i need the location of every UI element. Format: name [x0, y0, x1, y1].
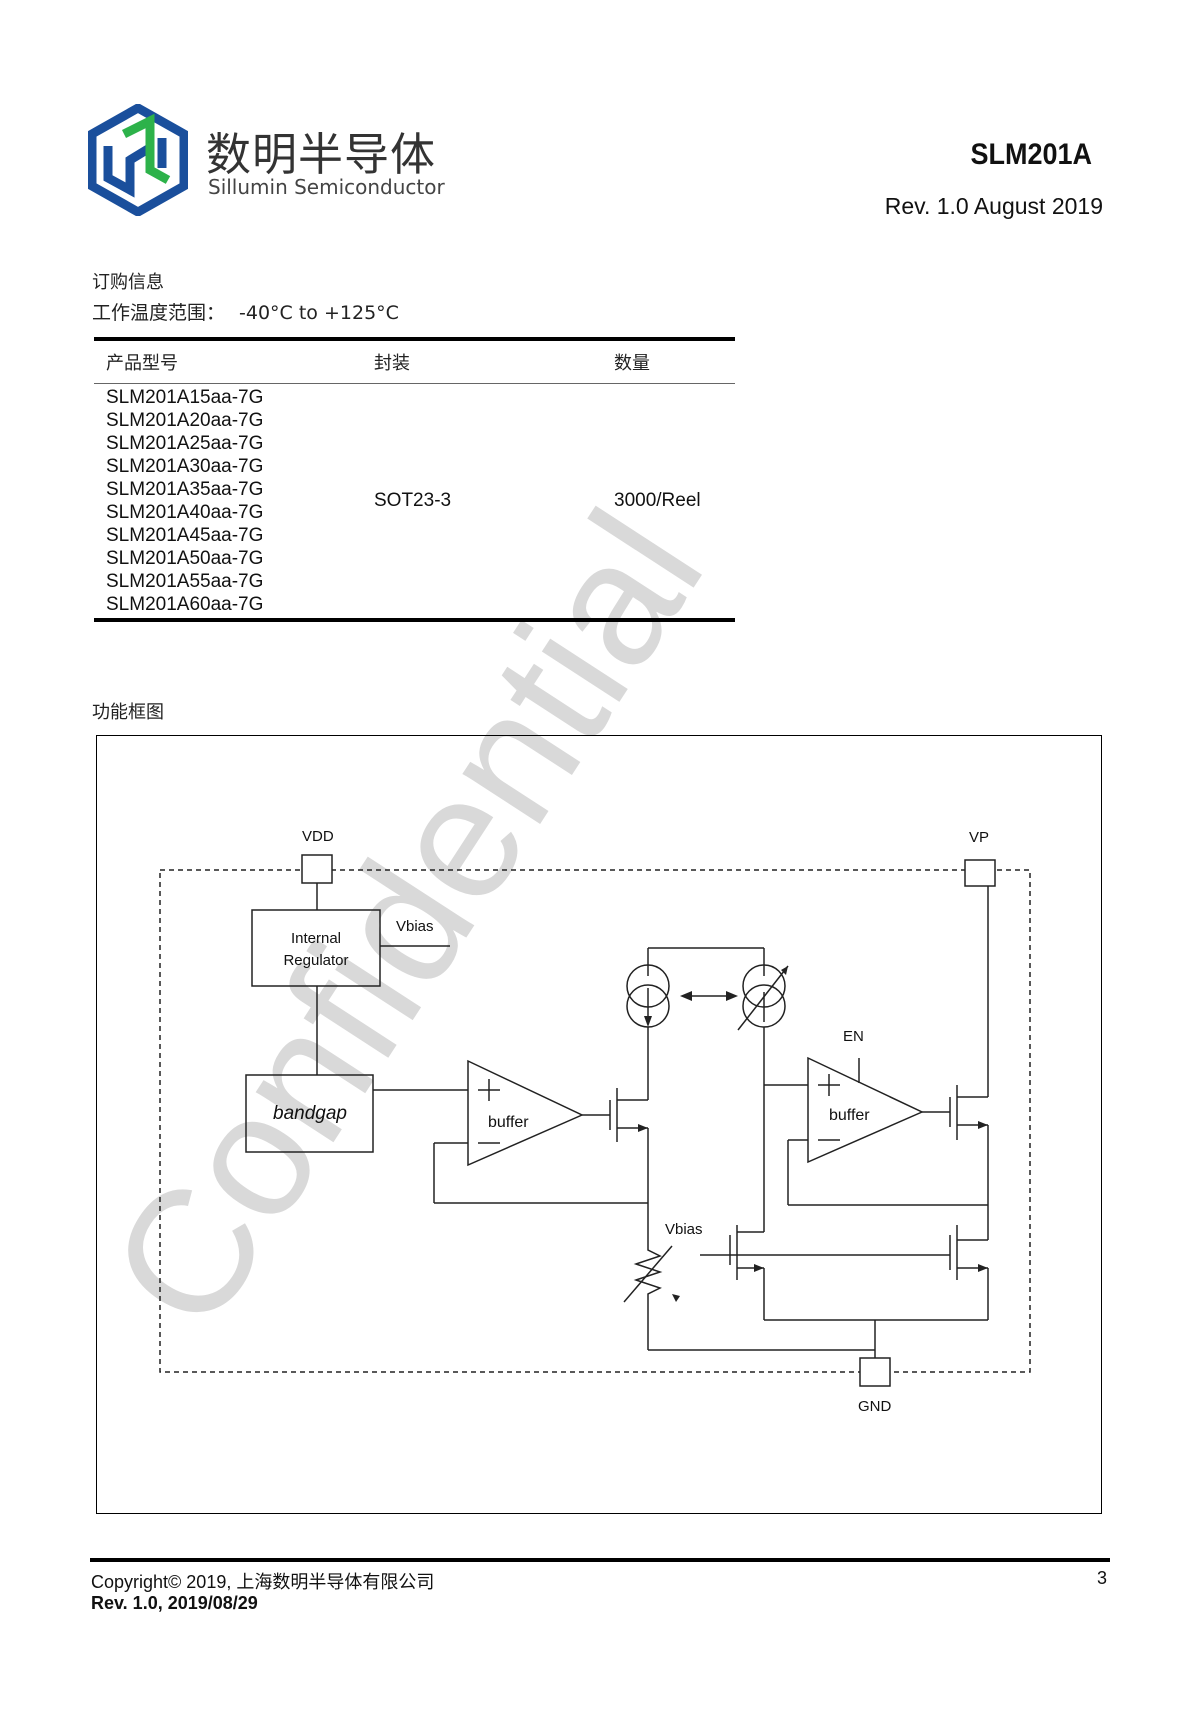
regulator-label-line2: Regulator: [283, 952, 348, 969]
block-diagram-heading: 功能框图: [92, 702, 164, 723]
model-item: SLM201A60aa-7G: [106, 594, 264, 615]
bandgap-label: bandgap: [273, 1103, 347, 1124]
part-number: SLM201A: [970, 138, 1092, 171]
col-header-package: 封装: [362, 339, 602, 384]
company-name-en: Sillumin Semiconductor: [208, 175, 445, 199]
quantity-cell: 3000/Reel: [614, 490, 701, 511]
buffer-right-label: buffer: [829, 1107, 870, 1124]
pin-label-gnd: GND: [858, 1398, 892, 1415]
temp-value: -40°C to +125°C: [239, 302, 399, 324]
signal-label-vbias-bottom: Vbias: [665, 1221, 703, 1238]
model-list: SLM201A15aa-7G SLM201A20aa-7G SLM201A25a…: [94, 384, 362, 621]
company-name-cn: 数明半导体: [206, 128, 437, 181]
ordering-table: 产品型号 封装 数量 SLM201A15aa-7G SLM201A20aa-7G…: [94, 337, 735, 622]
package-cell: SOT23-3: [374, 490, 452, 511]
model-item: SLM201A35aa-7G: [106, 479, 264, 500]
operating-temperature: 工作温度范围： -40°C to +125°C: [92, 298, 399, 325]
signal-label-vbias-top: Vbias: [396, 918, 434, 935]
company-logo-icon: [88, 104, 188, 216]
copyright-company: 上海数明半导体有限公司: [236, 1572, 435, 1593]
temp-label: 工作温度范围：: [92, 302, 226, 324]
copyright-prefix: Copyright© 2019,: [91, 1572, 237, 1592]
regulator-label-line1: Internal: [291, 930, 341, 947]
page-number: 3: [1096, 1568, 1107, 1588]
model-item: SLM201A55aa-7G: [106, 571, 264, 592]
col-header-quantity: 数量: [602, 339, 735, 384]
model-item: SLM201A30aa-7G: [106, 456, 264, 477]
block-diagram-frame: [96, 735, 1102, 1514]
revision-date: Rev. 1.0 August 2019: [884, 193, 1103, 219]
pin-label-vp: VP: [969, 829, 989, 846]
buffer-left-label: buffer: [488, 1114, 529, 1131]
ordering-heading: 订购信息: [92, 272, 164, 293]
footer-rule: [90, 1558, 1110, 1562]
table-header-row: 产品型号 封装 数量: [94, 339, 735, 384]
signal-label-en: EN: [843, 1028, 864, 1045]
footer-revision: Rev. 1.0, 2019/08/29: [91, 1593, 258, 1613]
table-row: SLM201A15aa-7G SLM201A20aa-7G SLM201A25a…: [94, 384, 735, 621]
model-item: SLM201A40aa-7G: [106, 502, 264, 523]
model-item: SLM201A15aa-7G: [106, 387, 264, 408]
copyright: Copyright© 2019, 上海数明半导体有限公司: [91, 1568, 434, 1594]
model-item: SLM201A50aa-7G: [106, 548, 264, 569]
model-item: SLM201A20aa-7G: [106, 410, 264, 431]
model-item: SLM201A45aa-7G: [106, 525, 264, 546]
col-header-model: 产品型号: [94, 339, 362, 384]
model-item: SLM201A25aa-7G: [106, 433, 264, 454]
pin-label-vdd: VDD: [302, 828, 334, 845]
